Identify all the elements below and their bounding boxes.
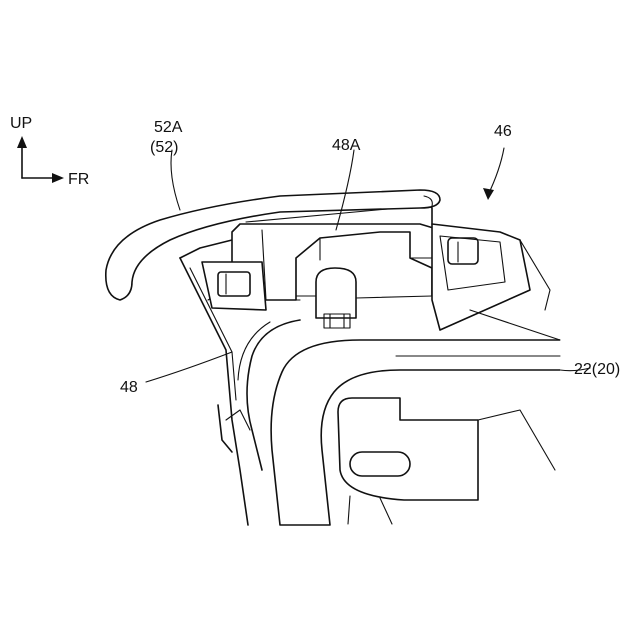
label-48: 48 (120, 379, 138, 396)
label-52: (52) (150, 139, 178, 156)
leader-48a (336, 150, 354, 230)
label-46: 46 (494, 123, 512, 140)
leader-52a (171, 150, 180, 210)
front-arrow-head (52, 173, 64, 183)
center-post (296, 268, 432, 328)
label-52a: 52A (154, 119, 183, 136)
leader-46 (488, 148, 504, 195)
lower-plate (338, 398, 555, 524)
leader-46-arrowhead (483, 188, 494, 200)
label-48a: 48A (332, 137, 361, 154)
leader-48 (146, 352, 232, 382)
label-22-20: 22(20) (574, 361, 620, 378)
right-housing (432, 224, 560, 340)
up-arrow-head (17, 136, 27, 148)
front-label: FR (68, 171, 89, 188)
orientation-indicator: UP FR (10, 115, 89, 188)
up-label: UP (10, 115, 32, 132)
